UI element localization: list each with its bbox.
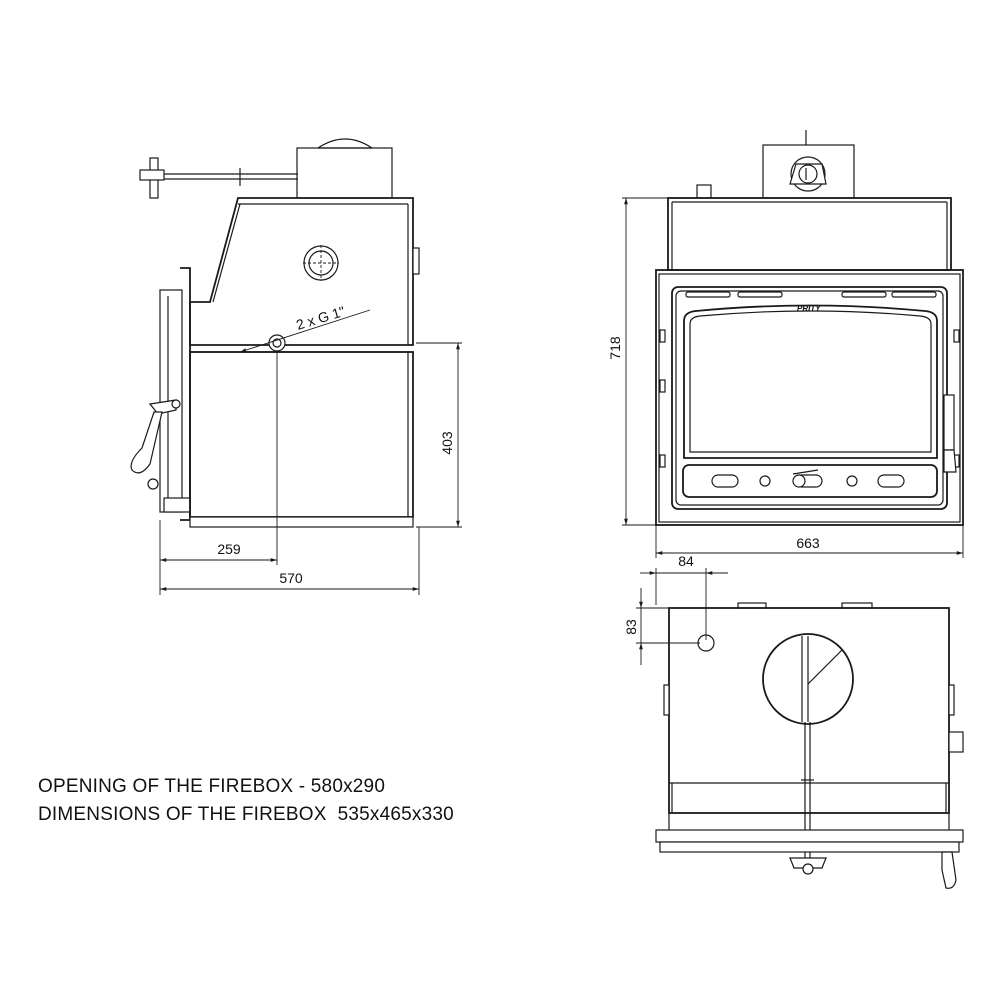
dim-570-label: 570 (279, 570, 303, 586)
front-connector (696, 184, 712, 199)
front-frame (655, 269, 964, 526)
brand-logo: PRITY (797, 304, 821, 313)
flue-collar (296, 138, 393, 199)
side-view: 2 x G 1" 403 259 570 (130, 138, 462, 595)
top-view: 84 83 (623, 553, 964, 889)
top-side-pipe (948, 731, 964, 753)
dim-83: 83 (623, 588, 700, 665)
dim-663: 663 (655, 525, 964, 558)
front-view: PRITY 718 6 (607, 130, 964, 558)
front-door: PRITY (671, 286, 957, 510)
pipe-label: 2 x G 1" (294, 303, 347, 333)
dim-718-label: 718 (607, 336, 623, 360)
firebox-opening-note: OPENING OF THE FIREBOX - 580x290 (38, 776, 386, 797)
dim-259: 259 (159, 352, 278, 595)
damper-handle (139, 157, 298, 199)
dim-84: 84 (640, 553, 728, 640)
top-front-frame (655, 813, 964, 889)
top-flue-opening (762, 633, 854, 860)
side-lower-body (189, 351, 414, 528)
side-inspection-port (303, 245, 339, 281)
dim-663-label: 663 (796, 535, 820, 551)
firebox-dimensions-note: DIMENSIONS OF THE FIREBOX 535x465x330 (38, 804, 454, 825)
front-hood (667, 197, 952, 271)
front-flue-box (762, 130, 855, 199)
dim-403: 403 (416, 342, 462, 528)
dim-718: 718 (607, 197, 700, 526)
dim-84-label: 84 (678, 553, 694, 569)
dim-83-label: 83 (623, 619, 639, 635)
side-door (159, 267, 191, 521)
dim-570: 570 (160, 527, 420, 595)
dim-259-label: 259 (217, 541, 241, 557)
side-water-pipe (268, 334, 286, 352)
dim-403-label: 403 (439, 431, 455, 455)
side-door-handle (130, 399, 181, 490)
